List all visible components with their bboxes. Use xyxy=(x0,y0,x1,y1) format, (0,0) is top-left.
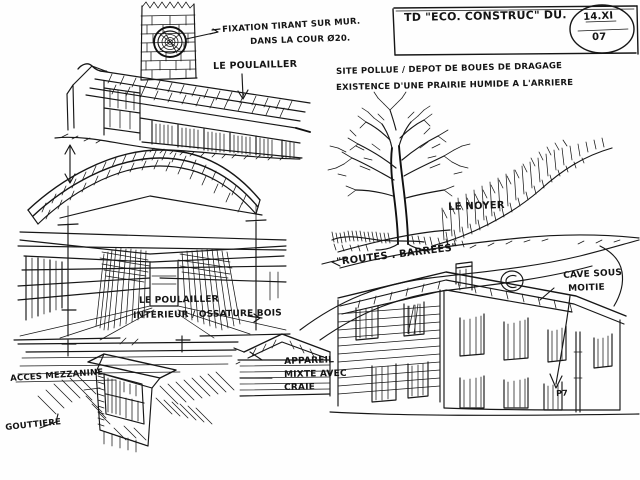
farmhouse-elevation xyxy=(329,261,640,416)
dormer-window-detail xyxy=(15,335,241,453)
annotation-appareil-l2: MIXTE AVEC xyxy=(283,368,347,380)
barn-exterior-poulailler xyxy=(54,63,311,161)
annotation-appareil-l3: CRAIE xyxy=(283,382,316,393)
vertical-double-arrow xyxy=(64,144,76,184)
masonry-wall-detail xyxy=(233,333,331,397)
chimney-tower-brick xyxy=(140,1,219,81)
barn-interior-perspective xyxy=(13,195,291,346)
annotation-leaders xyxy=(211,28,555,323)
title-text: TD "ECO. CONSTRUC" DU. xyxy=(403,8,567,24)
marker-p7: P7 xyxy=(555,388,569,398)
date-line-2: 07 xyxy=(591,31,607,43)
date-line-1: 14.XI xyxy=(582,10,614,23)
annotation-noyer: LE NOYER xyxy=(447,200,505,213)
annotation-poulailler: LE POULAILLER xyxy=(212,58,298,72)
annotation-cave-l2: MOITIE xyxy=(567,282,606,294)
arched-roof-detail xyxy=(27,149,261,225)
title-box xyxy=(392,4,639,56)
annotation-appareil-l1: APPAREIL xyxy=(283,355,335,367)
annotation-poulailler-interieur-l1: LE POULAILLER xyxy=(138,294,219,306)
walnut-tree-landscape xyxy=(299,91,640,341)
